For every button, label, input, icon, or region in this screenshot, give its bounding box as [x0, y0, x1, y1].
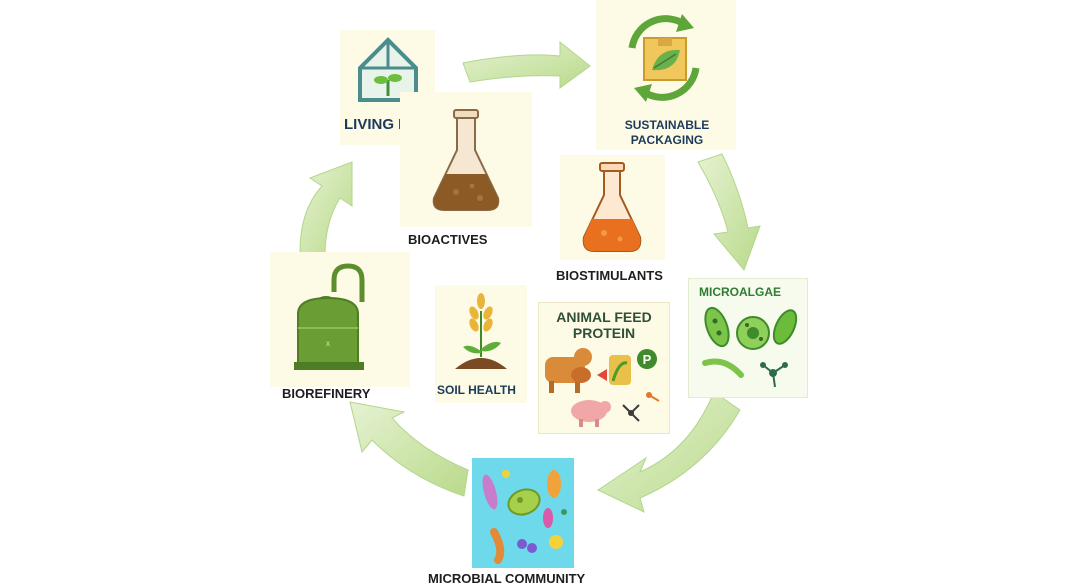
sustainable-packaging-line2: PACKAGING: [630, 133, 704, 147]
arrow-living-lab-to-packaging: [462, 40, 591, 89]
greenhouse-icon: [354, 34, 422, 104]
microalgae-tile: MICROALGAE: [688, 278, 808, 398]
living-lab-tile: [340, 30, 435, 145]
algae-cells-icon: [695, 303, 801, 391]
brown-flask-icon: [426, 106, 506, 216]
green-tank-icon: x: [288, 262, 388, 374]
orange-flask-icon: [578, 161, 646, 255]
animal-feed-line2: PROTEIN: [572, 325, 636, 341]
microalgae-label: MICROALGAE: [699, 285, 781, 299]
biostimulants-label: BIOSTIMULANTS: [556, 268, 663, 283]
microbial-community-tile: [472, 458, 574, 568]
biorefinery-tile: x: [270, 252, 410, 387]
animal-feed-protein-tile: ANIMAL FEED PROTEIN P: [538, 302, 670, 434]
animal-feed-title: ANIMAL FEED PROTEIN: [539, 309, 669, 341]
livestock-icon: P: [541, 343, 667, 431]
arrow-packaging-to-microalgae: [697, 153, 761, 271]
animal-feed-line1: ANIMAL FEED: [556, 309, 652, 325]
microbes-icon: [476, 462, 570, 564]
animal-feed-badge: P: [643, 352, 652, 367]
biorefinery-label: BIOREFINERY: [282, 386, 371, 401]
bioactives-label: BIOACTIVES: [408, 232, 488, 247]
arrow-biorefinery-to-living-lab: [299, 161, 353, 257]
arrow-microbial-to-biorefinery: [349, 401, 469, 497]
soil-health-tile: SOIL HEALTH: [435, 285, 527, 403]
sustainable-packaging-label: SUSTAINABLE PACKAGING: [612, 118, 722, 148]
sustainable-packaging-tile: [596, 0, 736, 150]
arrow-microalgae-to-microbial: [596, 391, 741, 513]
soil-health-label: SOIL HEALTH: [437, 383, 516, 397]
microbial-community-label: MICROBIAL COMMUNITY: [428, 571, 586, 586]
wheat-sprout-icon: [449, 291, 513, 371]
svg-text:x: x: [326, 339, 330, 348]
recycle-box-leaf-icon: [614, 8, 714, 108]
biostimulants-tile: [560, 155, 665, 260]
sustainable-packaging-line1: SUSTAINABLE: [624, 118, 710, 132]
bioactives-tile: [400, 92, 532, 227]
